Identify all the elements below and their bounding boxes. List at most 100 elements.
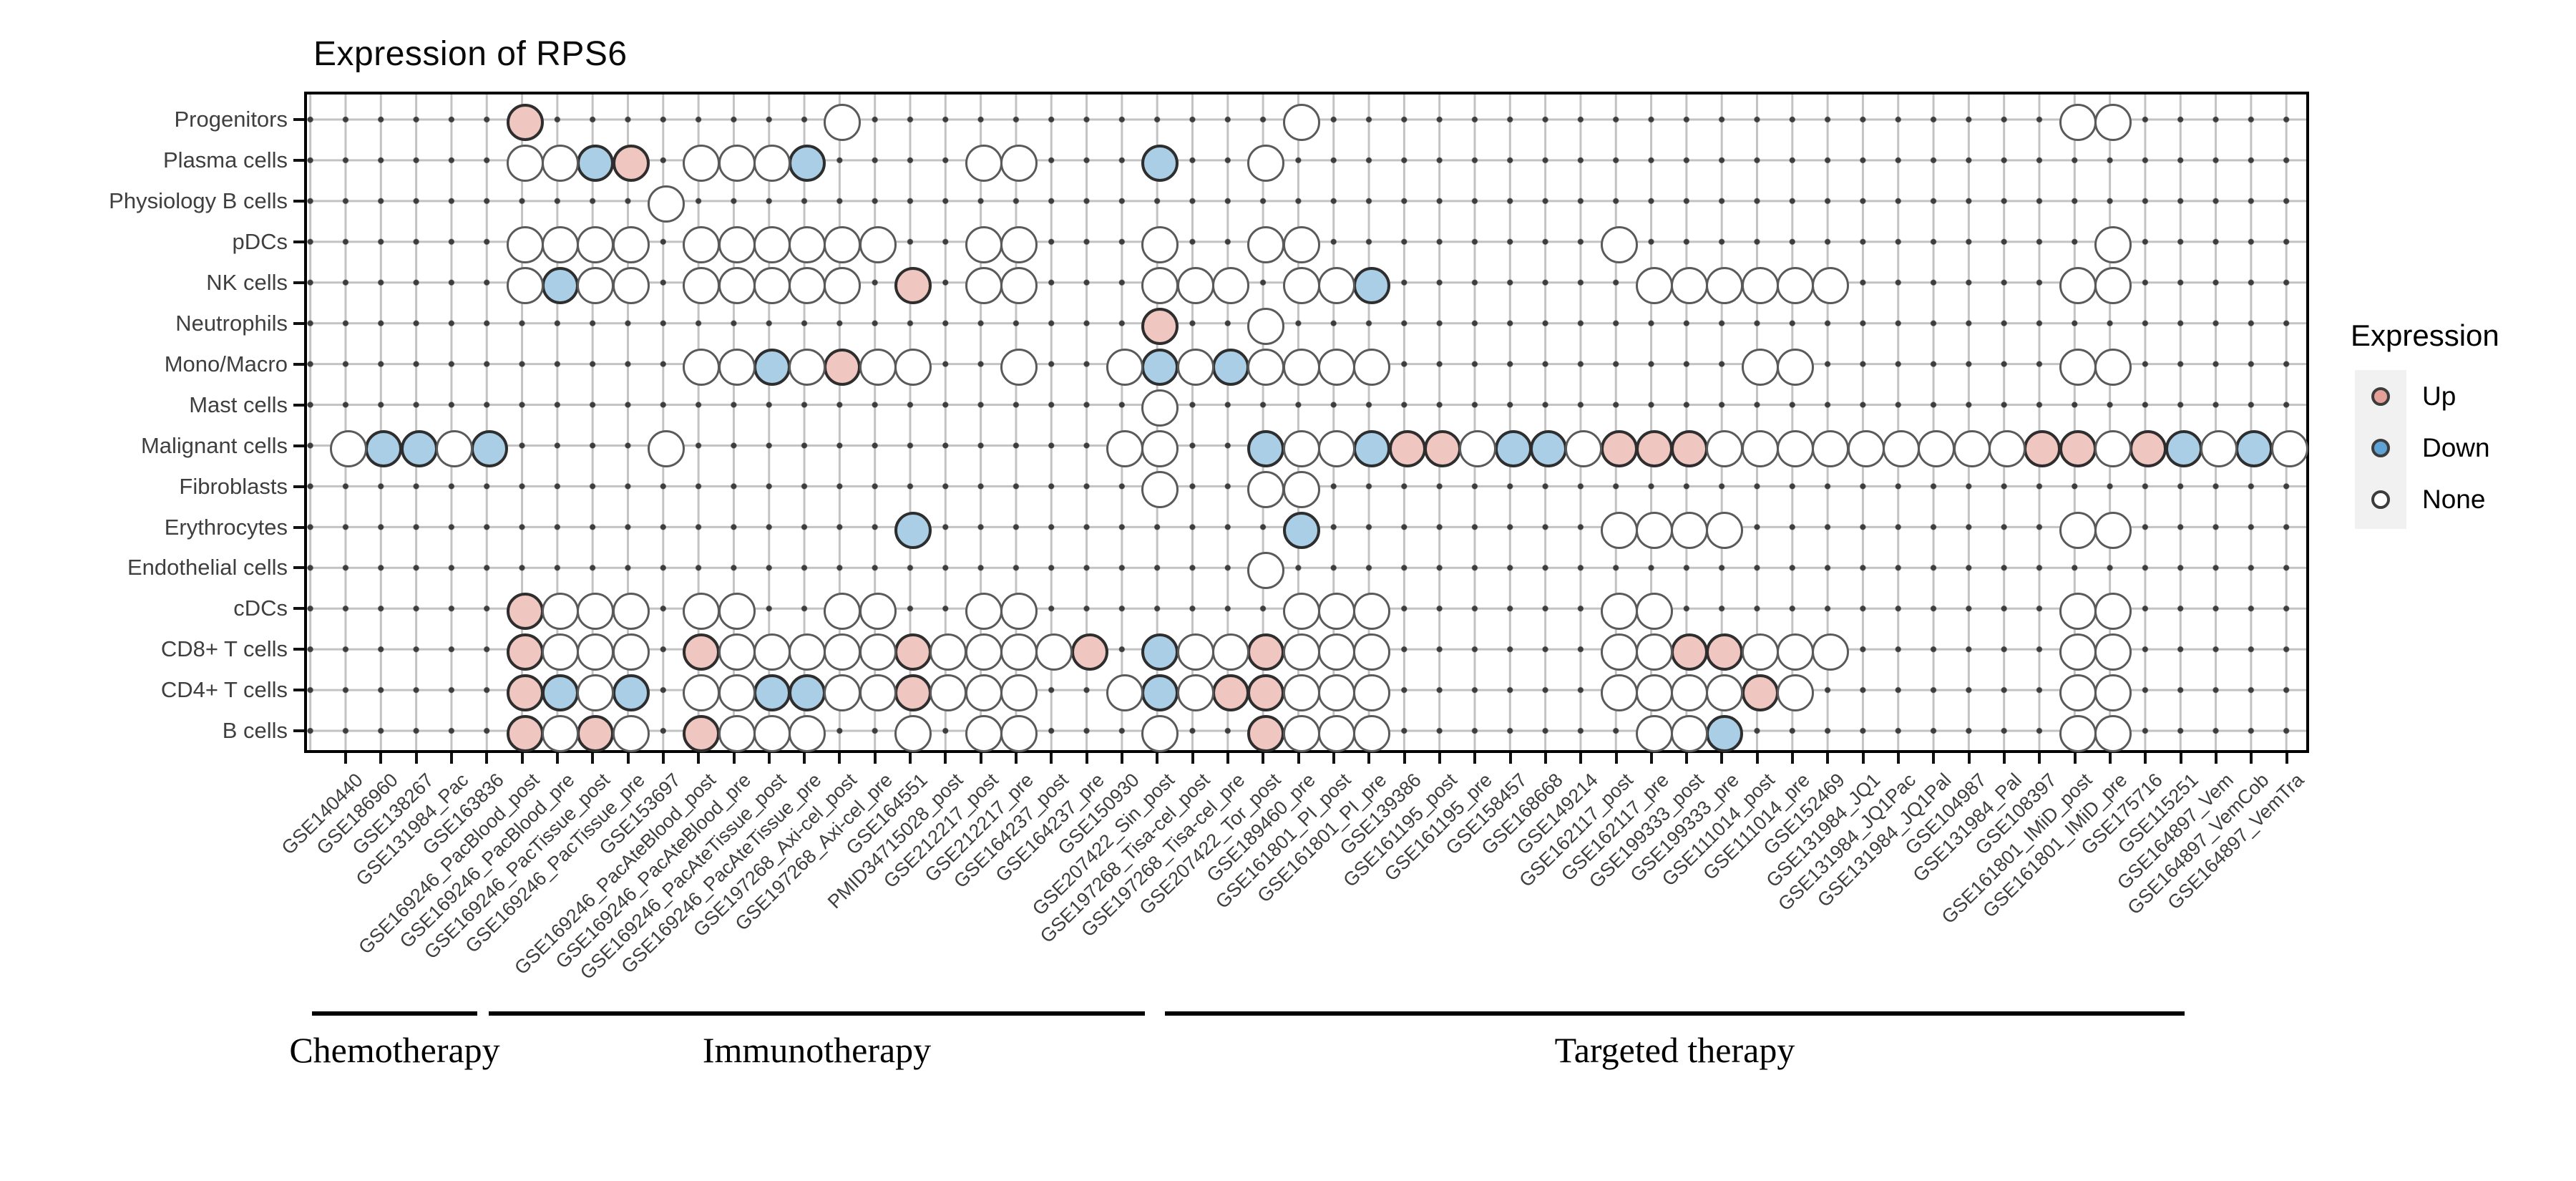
dot-none — [859, 348, 897, 386]
legend-none-dot — [2371, 490, 2390, 509]
dot-down — [1141, 144, 1179, 182]
dot-none — [1247, 470, 1285, 508]
dot-none — [1918, 429, 1956, 467]
dot-down — [1706, 715, 1744, 753]
dot-none — [647, 185, 685, 223]
dot-none — [1000, 715, 1038, 753]
dot-none — [930, 674, 967, 712]
dot-none — [965, 674, 1002, 712]
dot-none — [1847, 429, 1885, 467]
dot-none — [1247, 348, 1285, 386]
dot-up — [1247, 715, 1285, 753]
x-tick — [1508, 753, 1512, 764]
y-tick — [293, 729, 304, 733]
dot-none — [1777, 266, 1815, 304]
dot-down — [1353, 266, 1391, 304]
group-label: Chemotherapy — [289, 1030, 500, 1070]
dot-none — [718, 593, 756, 631]
dot-none — [1317, 266, 1355, 304]
dot-none — [541, 225, 579, 263]
dot-none — [753, 144, 791, 182]
x-tick — [414, 753, 418, 764]
dot-none — [330, 429, 367, 467]
dot-down — [1141, 348, 1179, 386]
dot-none — [612, 715, 650, 753]
dot-none — [2059, 511, 2097, 549]
dot-none — [789, 715, 826, 753]
dot-down — [1494, 429, 1532, 467]
y-axis-label: Mono/Macro — [164, 351, 288, 376]
dot-none — [1706, 266, 1744, 304]
dot-down — [541, 266, 579, 304]
dot-none — [965, 715, 1002, 753]
dot-none — [718, 633, 756, 671]
dot-up — [1706, 633, 1744, 671]
x-tick — [1191, 753, 1194, 764]
dot-none — [1671, 715, 1709, 753]
dot-none — [1282, 593, 1320, 631]
dot-down — [753, 348, 791, 386]
x-tick — [1649, 753, 1653, 764]
dot-none — [753, 266, 791, 304]
group-underline — [489, 1011, 1145, 1016]
dot-none — [1282, 674, 1320, 712]
dot-none — [1353, 593, 1391, 631]
y-axis-label: pDCs — [232, 228, 288, 254]
dot-none — [506, 266, 544, 304]
dot-none — [859, 225, 897, 263]
x-tick — [767, 753, 771, 764]
y-axis-label: CD8+ T cells — [160, 636, 288, 662]
dot-up — [2059, 429, 2097, 467]
y-axis-label: Neutrophils — [175, 310, 288, 336]
dot-none — [2094, 104, 2132, 141]
dot-none — [1777, 348, 1815, 386]
y-axis-label: B cells — [222, 718, 288, 744]
x-tick — [979, 753, 982, 764]
x-tick — [1156, 753, 1159, 764]
x-tick — [626, 753, 630, 764]
dot-none — [2059, 348, 2097, 386]
dot-none — [612, 266, 650, 304]
dot-none — [435, 429, 473, 467]
plot-panel — [304, 92, 2309, 753]
x-tick — [1015, 753, 1018, 764]
dot-none — [753, 633, 791, 671]
dot-none — [789, 348, 826, 386]
x-tick — [1897, 753, 1901, 764]
dot-down — [365, 429, 403, 467]
dot-none — [1282, 266, 1320, 304]
x-tick — [803, 753, 806, 764]
dot-none — [683, 348, 721, 386]
dot-none — [1282, 715, 1320, 753]
y-tick — [293, 321, 304, 325]
dot-none — [647, 429, 685, 467]
group-underline — [1165, 1011, 2185, 1016]
dot-none — [1459, 429, 1497, 467]
dot-down — [577, 144, 615, 182]
dot-down — [471, 429, 509, 467]
dot-none — [1953, 429, 1991, 467]
dot-none — [1282, 348, 1320, 386]
dot-none — [1317, 715, 1355, 753]
x-tick — [944, 753, 947, 764]
dot-none — [824, 266, 862, 304]
x-tick — [1473, 753, 1477, 764]
dot-up — [1212, 674, 1249, 712]
dot-down — [1529, 429, 1567, 467]
dot-none — [1000, 348, 1038, 386]
x-tick — [873, 753, 877, 764]
x-tick — [732, 753, 736, 764]
dot-none — [612, 633, 650, 671]
dot-none — [1247, 307, 1285, 345]
dot-none — [541, 593, 579, 631]
y-tick — [293, 403, 304, 407]
x-tick — [1826, 753, 1830, 764]
y-tick — [293, 240, 304, 243]
dot-none — [2059, 715, 2097, 753]
dot-none — [1671, 266, 1709, 304]
dot-none — [965, 593, 1002, 631]
x-tick — [591, 753, 595, 764]
dot-none — [1635, 593, 1673, 631]
dot-none — [2094, 633, 2132, 671]
dot-none — [753, 225, 791, 263]
